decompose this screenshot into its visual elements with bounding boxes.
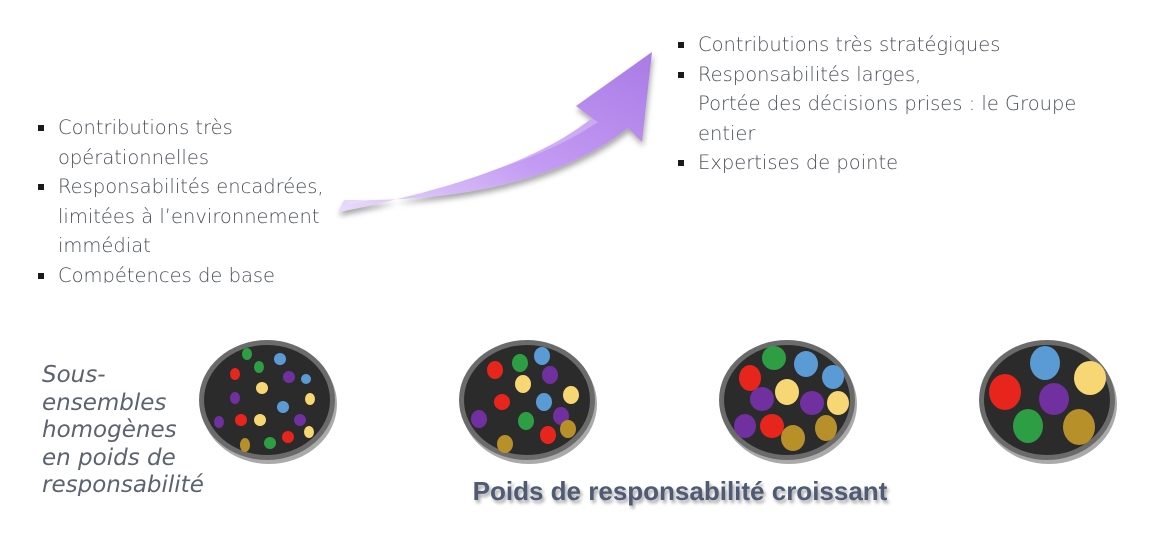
dot-purple — [471, 410, 487, 428]
arrow-shape — [338, 52, 652, 212]
growth-arrow-icon — [338, 52, 652, 212]
dot-red — [230, 368, 240, 380]
dot-red — [989, 374, 1021, 410]
right-list-item: Expertises de pointe — [676, 148, 1106, 178]
dot-blue — [274, 353, 286, 365]
left-list-item: Contributions très opérationnelles — [36, 113, 356, 172]
left-list-item: Responsabilités encadrées, limitées à l’… — [36, 172, 356, 261]
right-list-item: Contributions très stratégiques — [676, 30, 1106, 60]
dot-yellow — [254, 414, 266, 426]
caption: Poids de responsabilité croissant — [472, 476, 888, 506]
dot-purple — [750, 387, 774, 411]
dot-yellow — [827, 391, 849, 415]
dot-blue — [536, 393, 552, 411]
dot-gold — [240, 438, 250, 452]
left-bullet-list: Contributions très opérationnelles Respo… — [36, 113, 356, 283]
dot-green — [242, 348, 252, 360]
dot-red — [487, 361, 503, 379]
dot-green — [1013, 409, 1043, 443]
dot-yellow — [305, 393, 315, 405]
dot-red — [739, 365, 761, 391]
dot-red — [760, 414, 784, 438]
dot-gold — [815, 415, 837, 441]
dot-gold — [497, 435, 513, 453]
dot-purple — [734, 414, 756, 438]
dot-blue — [301, 374, 311, 384]
dot-green — [762, 346, 786, 370]
dot-red — [540, 426, 556, 444]
dot-purple — [283, 371, 295, 383]
dot-blue — [534, 347, 550, 365]
right-list-item: Responsabilités larges, Portée des décis… — [676, 60, 1106, 149]
dot-purple — [214, 416, 224, 428]
dot-blue — [822, 365, 844, 389]
dot-blue — [277, 401, 289, 413]
dot-red — [494, 394, 510, 410]
dot-yellow — [775, 379, 799, 405]
dot-purple — [800, 391, 824, 415]
right-list-item-text: Contributions très stratégiques — [698, 33, 1001, 56]
dot-purple — [294, 414, 306, 426]
dot-purple — [553, 407, 569, 425]
dot-purple — [230, 392, 240, 404]
left-list-item-text: Contributions très opérationnelles — [58, 116, 233, 169]
bowl-2 — [459, 340, 597, 464]
dot-red — [235, 414, 247, 426]
left-list-item-text: Responsabilités encadrées, limitées à l’… — [58, 175, 324, 257]
dot-green — [512, 354, 528, 372]
bowl-4 — [979, 340, 1117, 464]
right-list-item-text: Expertises de pointe — [698, 151, 899, 174]
dot-yellow — [515, 375, 531, 393]
dot-purple — [542, 366, 558, 384]
dot-yellow — [256, 382, 268, 394]
dot-blue — [794, 351, 818, 377]
left-list-item-text: Compétences de base — [58, 263, 276, 284]
left-list-item: Compétences de base — [36, 261, 356, 284]
subsets-label: Sous- ensembles homogènes en poids de re… — [42, 362, 204, 496]
dot-gold — [560, 420, 576, 438]
right-list-item-text: Responsabilités larges, Portée des décis… — [698, 62, 1077, 145]
dot-gold — [781, 425, 805, 451]
bowl-1 — [199, 340, 337, 464]
dot-yellow — [304, 426, 314, 438]
dot-green — [264, 437, 276, 449]
dot-yellow — [563, 386, 579, 404]
dot-yellow — [1074, 361, 1106, 395]
dot-red — [282, 431, 294, 443]
right-bullet-list: Contributions très stratégiques Responsa… — [676, 30, 1106, 178]
dot-gold — [1063, 409, 1095, 445]
bowl-3 — [719, 340, 857, 464]
dot-blue — [1030, 346, 1060, 380]
dot-green — [254, 361, 264, 373]
dot-green — [518, 412, 534, 430]
dot-purple — [1039, 383, 1069, 415]
